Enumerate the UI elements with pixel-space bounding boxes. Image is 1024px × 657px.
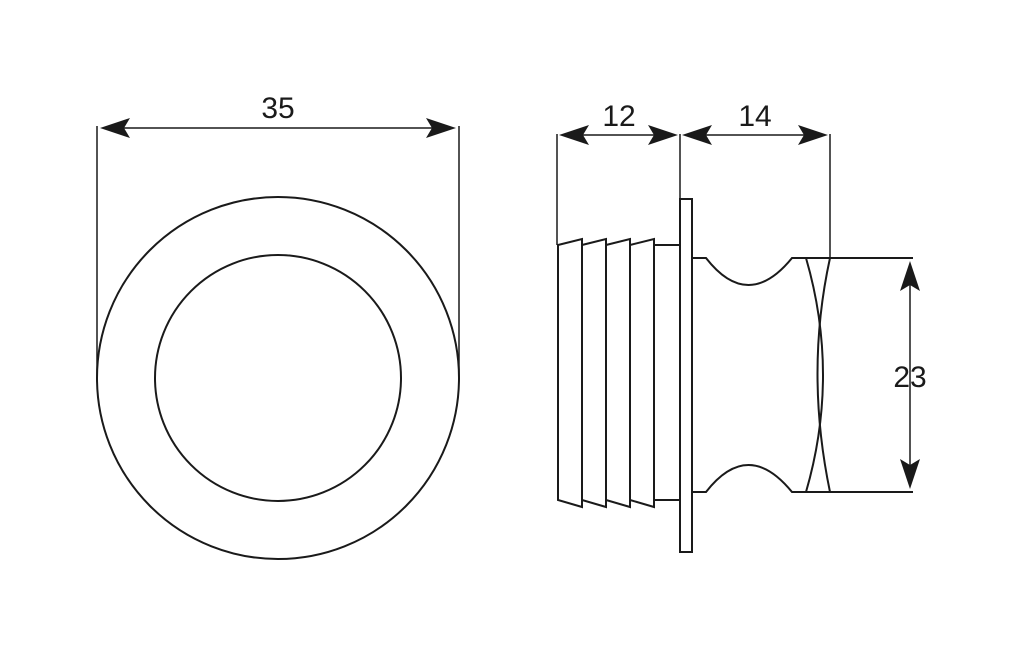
arrowhead-12-left bbox=[559, 125, 589, 145]
knob-body bbox=[692, 257, 832, 493]
dimension-label-12: 12 bbox=[602, 100, 635, 133]
flange-plate bbox=[679, 198, 693, 553]
rib-3 bbox=[605, 237, 631, 509]
arrowhead-23-bottom bbox=[900, 459, 920, 489]
side-view: 12 14 23 bbox=[556, 100, 927, 553]
rib-2 bbox=[581, 237, 607, 509]
dimension-14: 14 bbox=[682, 100, 828, 145]
dimension-35: 35 bbox=[100, 92, 456, 138]
ribbed-insert bbox=[557, 237, 681, 509]
dimension-label-14: 14 bbox=[738, 100, 771, 133]
front-view: 35 bbox=[96, 92, 460, 560]
dimension-label-35: 35 bbox=[261, 92, 294, 125]
knob-end-curve bbox=[805, 257, 824, 493]
arrowhead-35-right bbox=[426, 118, 456, 138]
arrowhead-35-left bbox=[100, 118, 130, 138]
dimension-12: 12 bbox=[559, 100, 678, 145]
arrowhead-14-right bbox=[798, 125, 828, 145]
front-inner-circle bbox=[154, 254, 402, 502]
rib-4 bbox=[629, 237, 655, 509]
dimension-23: 23 bbox=[893, 261, 927, 489]
insert-neck bbox=[653, 244, 681, 501]
arrowhead-14-left bbox=[682, 125, 712, 145]
front-outer-circle bbox=[96, 196, 460, 560]
dimension-label-23: 23 bbox=[893, 361, 926, 394]
rib-1 bbox=[557, 237, 583, 509]
arrowhead-23-top bbox=[900, 261, 920, 291]
arrowhead-12-right bbox=[648, 125, 678, 145]
